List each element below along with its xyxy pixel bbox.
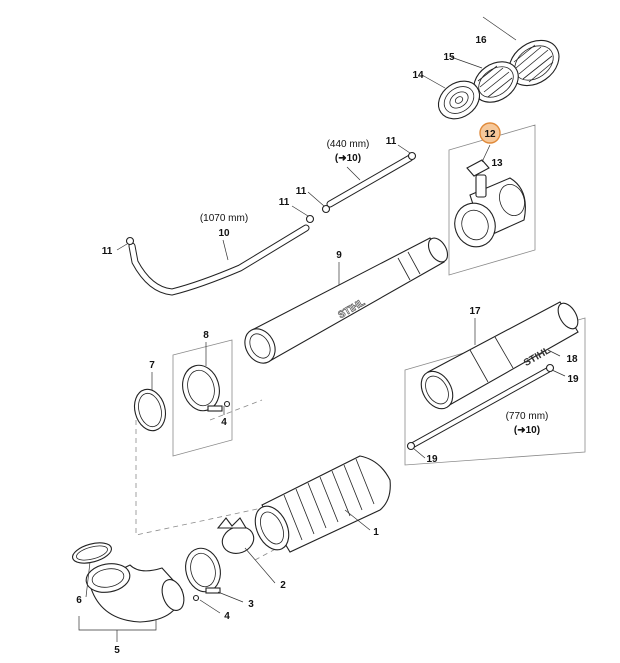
callout-11-a: 11 <box>386 136 397 147</box>
clamp-8 <box>182 364 231 412</box>
callout-14: 14 <box>412 70 424 81</box>
housing-12 <box>454 159 526 248</box>
note-440-ref: (➜10) <box>335 153 361 164</box>
note-440-length: (440 mm) <box>327 139 370 150</box>
hose-440 <box>326 154 414 208</box>
tube-770 <box>406 363 555 451</box>
tube-9: STIHL <box>244 237 449 364</box>
leader-lines <box>85 16 566 614</box>
callout-4-b: 4 <box>224 611 230 622</box>
callout-11-d: 11 <box>102 246 113 257</box>
assembly-line-left <box>135 420 263 536</box>
callout-9: 9 <box>336 250 342 261</box>
callout-12: 12 <box>484 129 496 140</box>
assembly-line-mid <box>209 399 263 421</box>
group-bracket-5 <box>78 616 157 631</box>
grille-14 <box>437 80 481 120</box>
fittings-11 <box>125 151 417 246</box>
callout-13: 13 <box>491 158 503 169</box>
elbow-5 <box>85 563 185 623</box>
callout-5: 5 <box>114 645 120 656</box>
callout-2: 2 <box>280 580 286 591</box>
callout-1: 1 <box>373 527 379 538</box>
note-770-ref: (➜10) <box>514 425 540 436</box>
callout-15: 15 <box>443 52 455 63</box>
clamp-2 <box>216 517 255 554</box>
callout-8: 8 <box>203 330 209 341</box>
note-770-length: (770 mm) <box>506 411 549 422</box>
callout-10: 10 <box>218 228 230 239</box>
callout-17: 17 <box>469 306 481 317</box>
callout-7: 7 <box>149 360 155 371</box>
group-frame-8 <box>172 339 233 457</box>
callout-12-highlight <box>479 122 501 144</box>
callout-16: 16 <box>475 35 487 46</box>
callout-18: 18 <box>566 354 578 365</box>
callout-11-c: 11 <box>279 197 290 208</box>
o-ring-6 <box>71 542 113 564</box>
grille-16 <box>508 39 560 87</box>
hose-1070 <box>128 224 310 296</box>
ring-7 <box>133 388 167 432</box>
callout-4-a: 4 <box>221 417 227 428</box>
callout-19-b: 19 <box>426 454 438 465</box>
grille-15 <box>473 61 519 103</box>
group-frame-12 <box>448 124 536 276</box>
callout-11-b: 11 <box>296 186 307 197</box>
callout-3: 3 <box>248 599 254 610</box>
clamp-3 <box>185 547 221 602</box>
note-1070-length: (1070 mm) <box>200 213 248 224</box>
bellows-1 <box>254 455 391 553</box>
callout-19-a: 19 <box>567 374 579 385</box>
callout-6: 6 <box>76 595 82 606</box>
